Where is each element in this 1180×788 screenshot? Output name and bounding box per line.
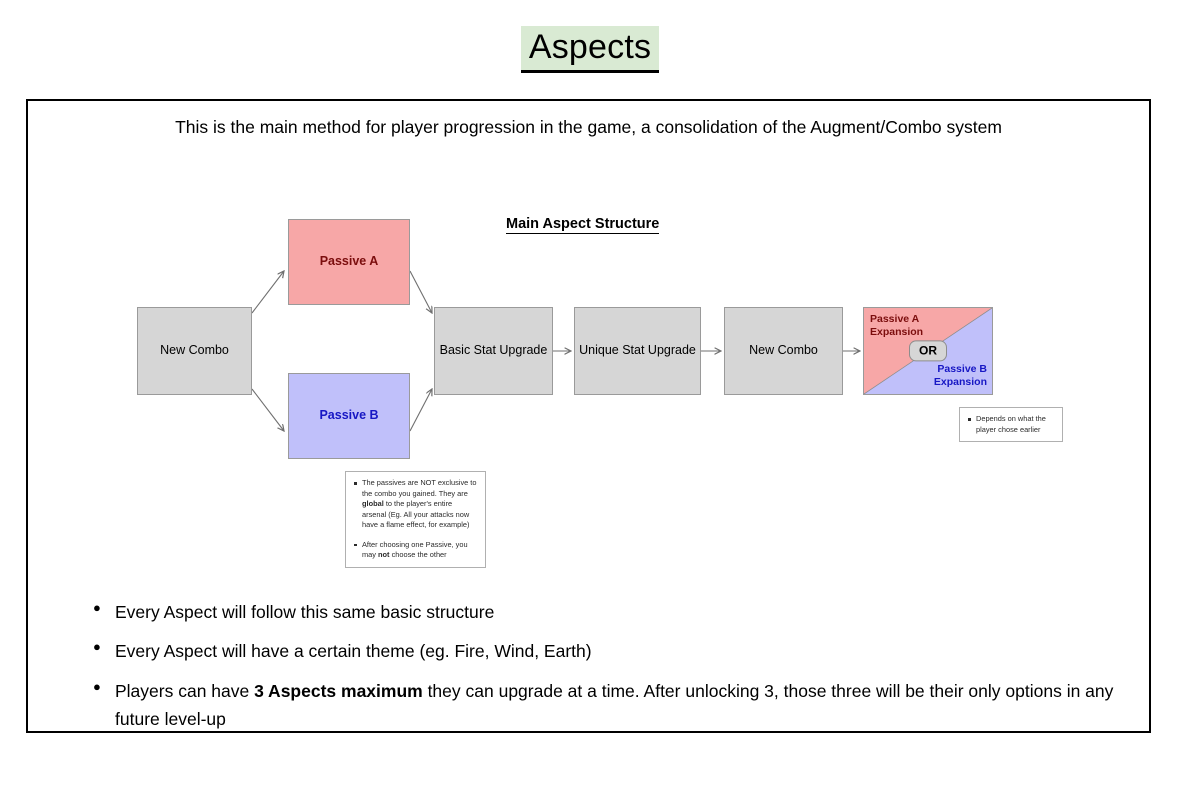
expansion-b-line1: Passive B: [937, 363, 987, 376]
bullet-item-1: Every Aspect will follow this same basic…: [70, 597, 1130, 626]
bullet-text-bold: 3 Aspects maximum: [254, 680, 423, 701]
page-title: Aspects: [520, 26, 660, 73]
main-aspect-structure-diagram: Main Aspect Structure: [28, 101, 1149, 601]
note-list-item: Depends on what the player chose earlier: [968, 414, 1055, 435]
note-box-depends: Depends on what the player chose earlier: [959, 407, 1063, 443]
flow-box-new-combo-second: New Combo: [724, 307, 843, 395]
bullet-item-2: Every Aspect will have a certain theme (…: [70, 636, 1130, 665]
note-list-item: After choosing one Passive, you may not …: [354, 539, 478, 561]
page-title-container: Aspects: [0, 26, 1180, 73]
note-text-part: choose the other: [389, 550, 447, 560]
flow-box-passive-expansion-split: Passive A Expansion Passive B Expansion …: [863, 307, 993, 395]
bullet-text-part: Players can have: [115, 680, 255, 701]
flow-box-new-combo-first: New Combo: [137, 307, 252, 395]
content-frame: This is the main method for player progr…: [26, 99, 1151, 733]
flow-box-passive-a: Passive A: [288, 219, 410, 305]
note-text-bold: not: [378, 550, 390, 560]
diagram-heading: Main Aspect Structure: [506, 216, 660, 234]
flow-box-label: Passive A: [319, 254, 379, 269]
note-box-passives: The passives are NOT exclusive to the co…: [345, 471, 486, 568]
note-text-part: After choosing one Passive, you may: [362, 539, 468, 560]
note-text-bold: global: [362, 499, 384, 509]
flow-box-label: New Combo: [160, 343, 229, 358]
summary-bullet-list: Every Aspect will follow this same basic…: [70, 597, 1130, 744]
note-list: Depends on what the player chose earlier: [965, 414, 1055, 435]
note-list: The passives are NOT exclusive to the co…: [351, 478, 478, 561]
note-text-part: The passives are NOT exclusive to the co…: [362, 478, 477, 498]
flow-box-unique-stat-upgrade: Unique Stat Upgrade: [574, 307, 701, 395]
expansion-a-line1: Passive A: [870, 313, 920, 325]
expansion-label-passive-b: Passive B Expansion: [934, 363, 987, 389]
expansion-b-line2: Expansion: [933, 376, 987, 389]
bullet-item-3: Players can have 3 Aspects maximum they …: [70, 676, 1130, 734]
note-text-part: to the player's entire arsenal (Eg. All …: [362, 499, 470, 530]
expansion-a-line2: Expansion: [870, 325, 924, 338]
expansion-label-passive-a: Passive A Expansion: [870, 313, 923, 339]
intro-text: This is the main method for player progr…: [175, 117, 1002, 137]
bullet-text-part: they can upgrade at a time. After unlock…: [115, 680, 1114, 730]
flow-box-label: Unique Stat Upgrade: [579, 343, 696, 358]
flow-box-basic-stat-upgrade: Basic Stat Upgrade: [434, 307, 553, 395]
or-badge: OR: [909, 340, 947, 362]
flow-box-passive-b: Passive B: [288, 373, 410, 459]
note-list-item: The passives are NOT exclusive to the co…: [354, 478, 478, 531]
flow-box-label: New Combo: [749, 343, 818, 358]
flow-box-label: Passive B: [319, 408, 379, 423]
flow-box-label: Basic Stat Upgrade: [439, 343, 548, 358]
